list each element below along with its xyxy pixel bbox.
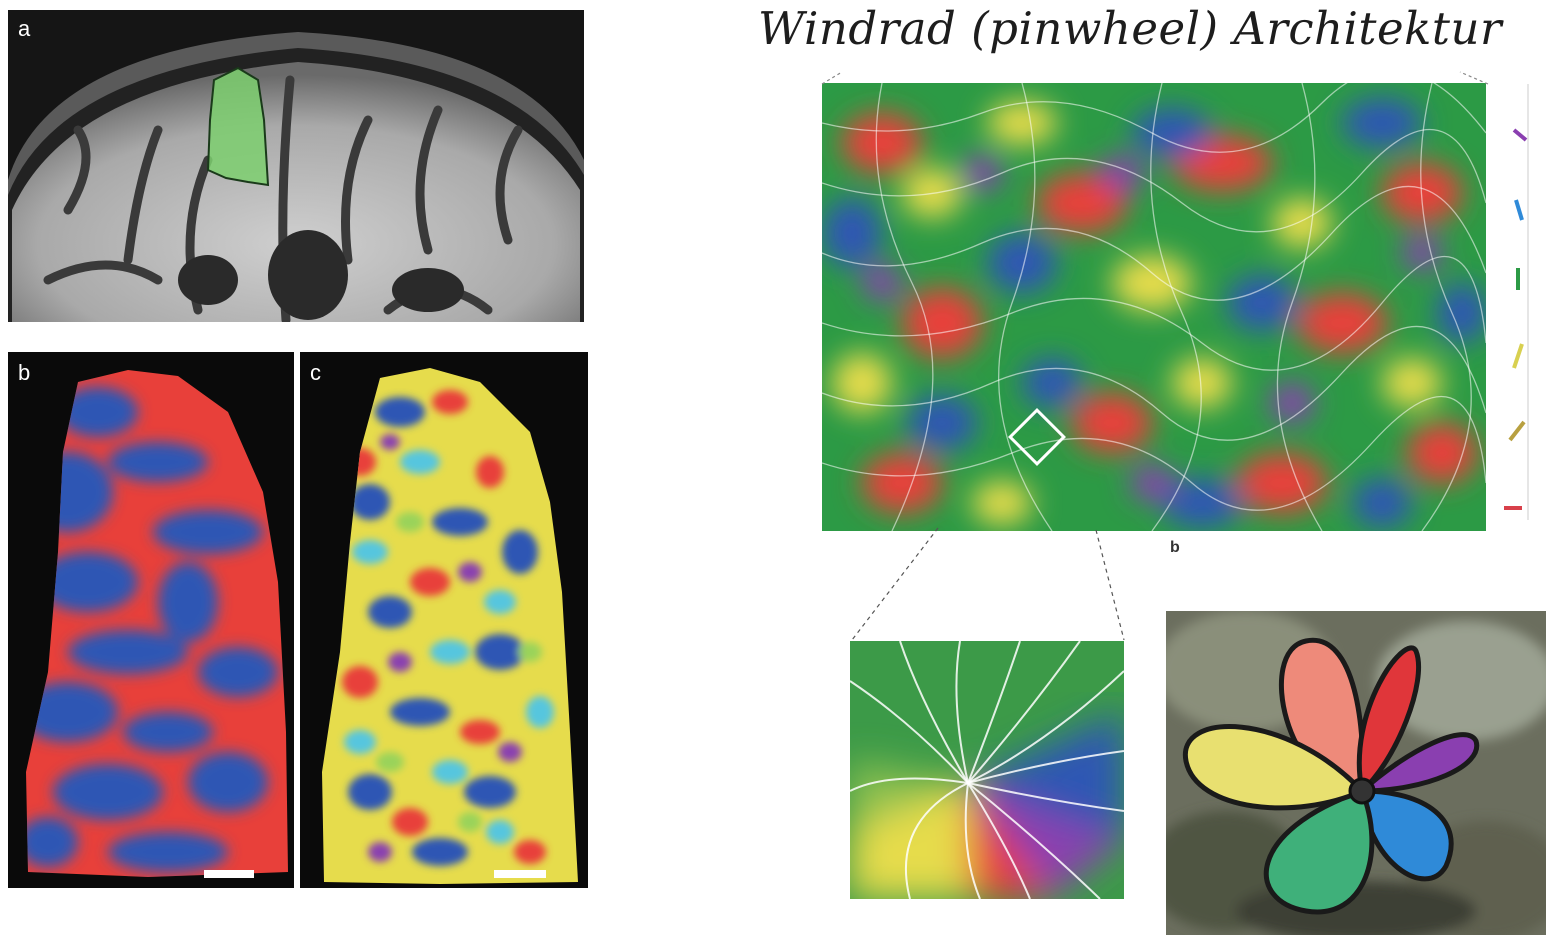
orientation-map (822, 83, 1486, 531)
panel-label-b: b (18, 360, 31, 385)
mri-slice-image (8, 32, 584, 322)
scale-bar (204, 870, 254, 878)
pinwheel-toy-photo (1166, 611, 1546, 935)
multi-color-map-image (322, 368, 578, 884)
zoomed-pinwheel (850, 641, 1124, 899)
panel-label-c: c (310, 360, 321, 385)
orientation-legend (1504, 84, 1529, 520)
zoom-region-box (1008, 408, 1066, 466)
mri-slice-panel: a (8, 10, 584, 322)
two-color-map-panel: b (8, 352, 294, 888)
scale-bar (494, 870, 546, 878)
two-color-map-image (26, 370, 288, 878)
zoom-connector-lines (851, 527, 1125, 641)
orientation-bar-purple-icon (1512, 128, 1528, 142)
pinwheel-toy-image (1166, 611, 1546, 935)
zoomed-pinwheel-image (850, 641, 1124, 899)
orientation-bar-blue-icon (1514, 199, 1524, 221)
map-sublabel: b (1170, 539, 1180, 556)
multi-color-map-panel: c (300, 352, 588, 888)
panel-label-a: a (18, 16, 31, 41)
page-title: Windrad (pinwheel) Architektur (758, 2, 1502, 55)
roi-region (206, 66, 270, 187)
map-frame-ticks (821, 71, 1489, 85)
orientation-map-image (822, 83, 1486, 531)
orientation-bar-olive-icon (1508, 420, 1526, 442)
orientation-bar-yellow-icon (1512, 343, 1524, 369)
